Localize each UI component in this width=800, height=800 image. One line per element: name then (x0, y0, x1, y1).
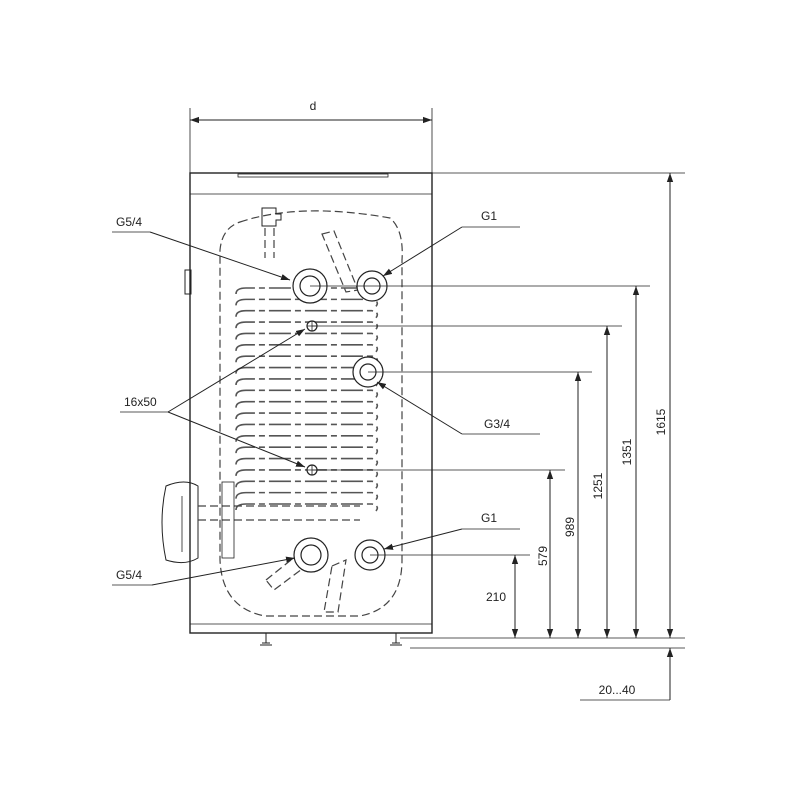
reference-lines (310, 172, 685, 649)
coil-turn (235, 389, 379, 398)
coil-turn (235, 412, 379, 421)
feet-adjust-dimension: 20...40 (580, 648, 674, 701)
electric-heater (161, 481, 360, 564)
dim-label-1615: 1615 (654, 408, 668, 435)
inner-vessel-outline (219, 210, 403, 617)
vertical-dimensions: 210 579 989 1251 1351 1615 (486, 173, 674, 638)
coil-turn (235, 503, 379, 512)
width-dimension: d (189, 99, 433, 173)
width-label: d (310, 99, 317, 113)
heating-coil (235, 287, 379, 512)
label-g1-bottom: G1 (481, 511, 497, 525)
side-handle (184, 269, 192, 295)
dim-label-1351: 1351 (620, 438, 634, 465)
top-cover-strip (237, 173, 389, 178)
coil-turn (235, 309, 379, 319)
coil-turn (235, 434, 379, 444)
label-g54-top: G5/4 (116, 215, 142, 229)
label-g34: G3/4 (484, 417, 510, 431)
feet-adjust-label: 20...40 (599, 683, 636, 697)
coil-turn (235, 446, 379, 455)
coil-turn (235, 457, 379, 467)
lower-coil-pipe (323, 559, 347, 613)
label-sensor-sleeves: 16x50 (124, 395, 157, 409)
vent-fitting (261, 207, 282, 258)
label-g1-top: G1 (481, 209, 497, 223)
annotations: G5/4 G1 16x50 G3/4 G1 G5/4 (112, 209, 540, 586)
dim-label-579: 579 (536, 546, 550, 566)
coil-turn (235, 480, 379, 489)
dim-label-1251: 1251 (591, 472, 605, 499)
foot-right (390, 633, 402, 646)
coil-turn (235, 400, 379, 410)
dim-label-210: 210 (486, 590, 506, 604)
coil-turn (235, 491, 379, 501)
dim-label-989: 989 (563, 517, 577, 537)
coil-turn (235, 423, 379, 432)
label-g54-bottom: G5/4 (116, 568, 142, 582)
coil-turn (235, 332, 379, 341)
tank-feet (260, 633, 402, 646)
coil-turn (235, 344, 379, 353)
foot-left (260, 633, 272, 646)
